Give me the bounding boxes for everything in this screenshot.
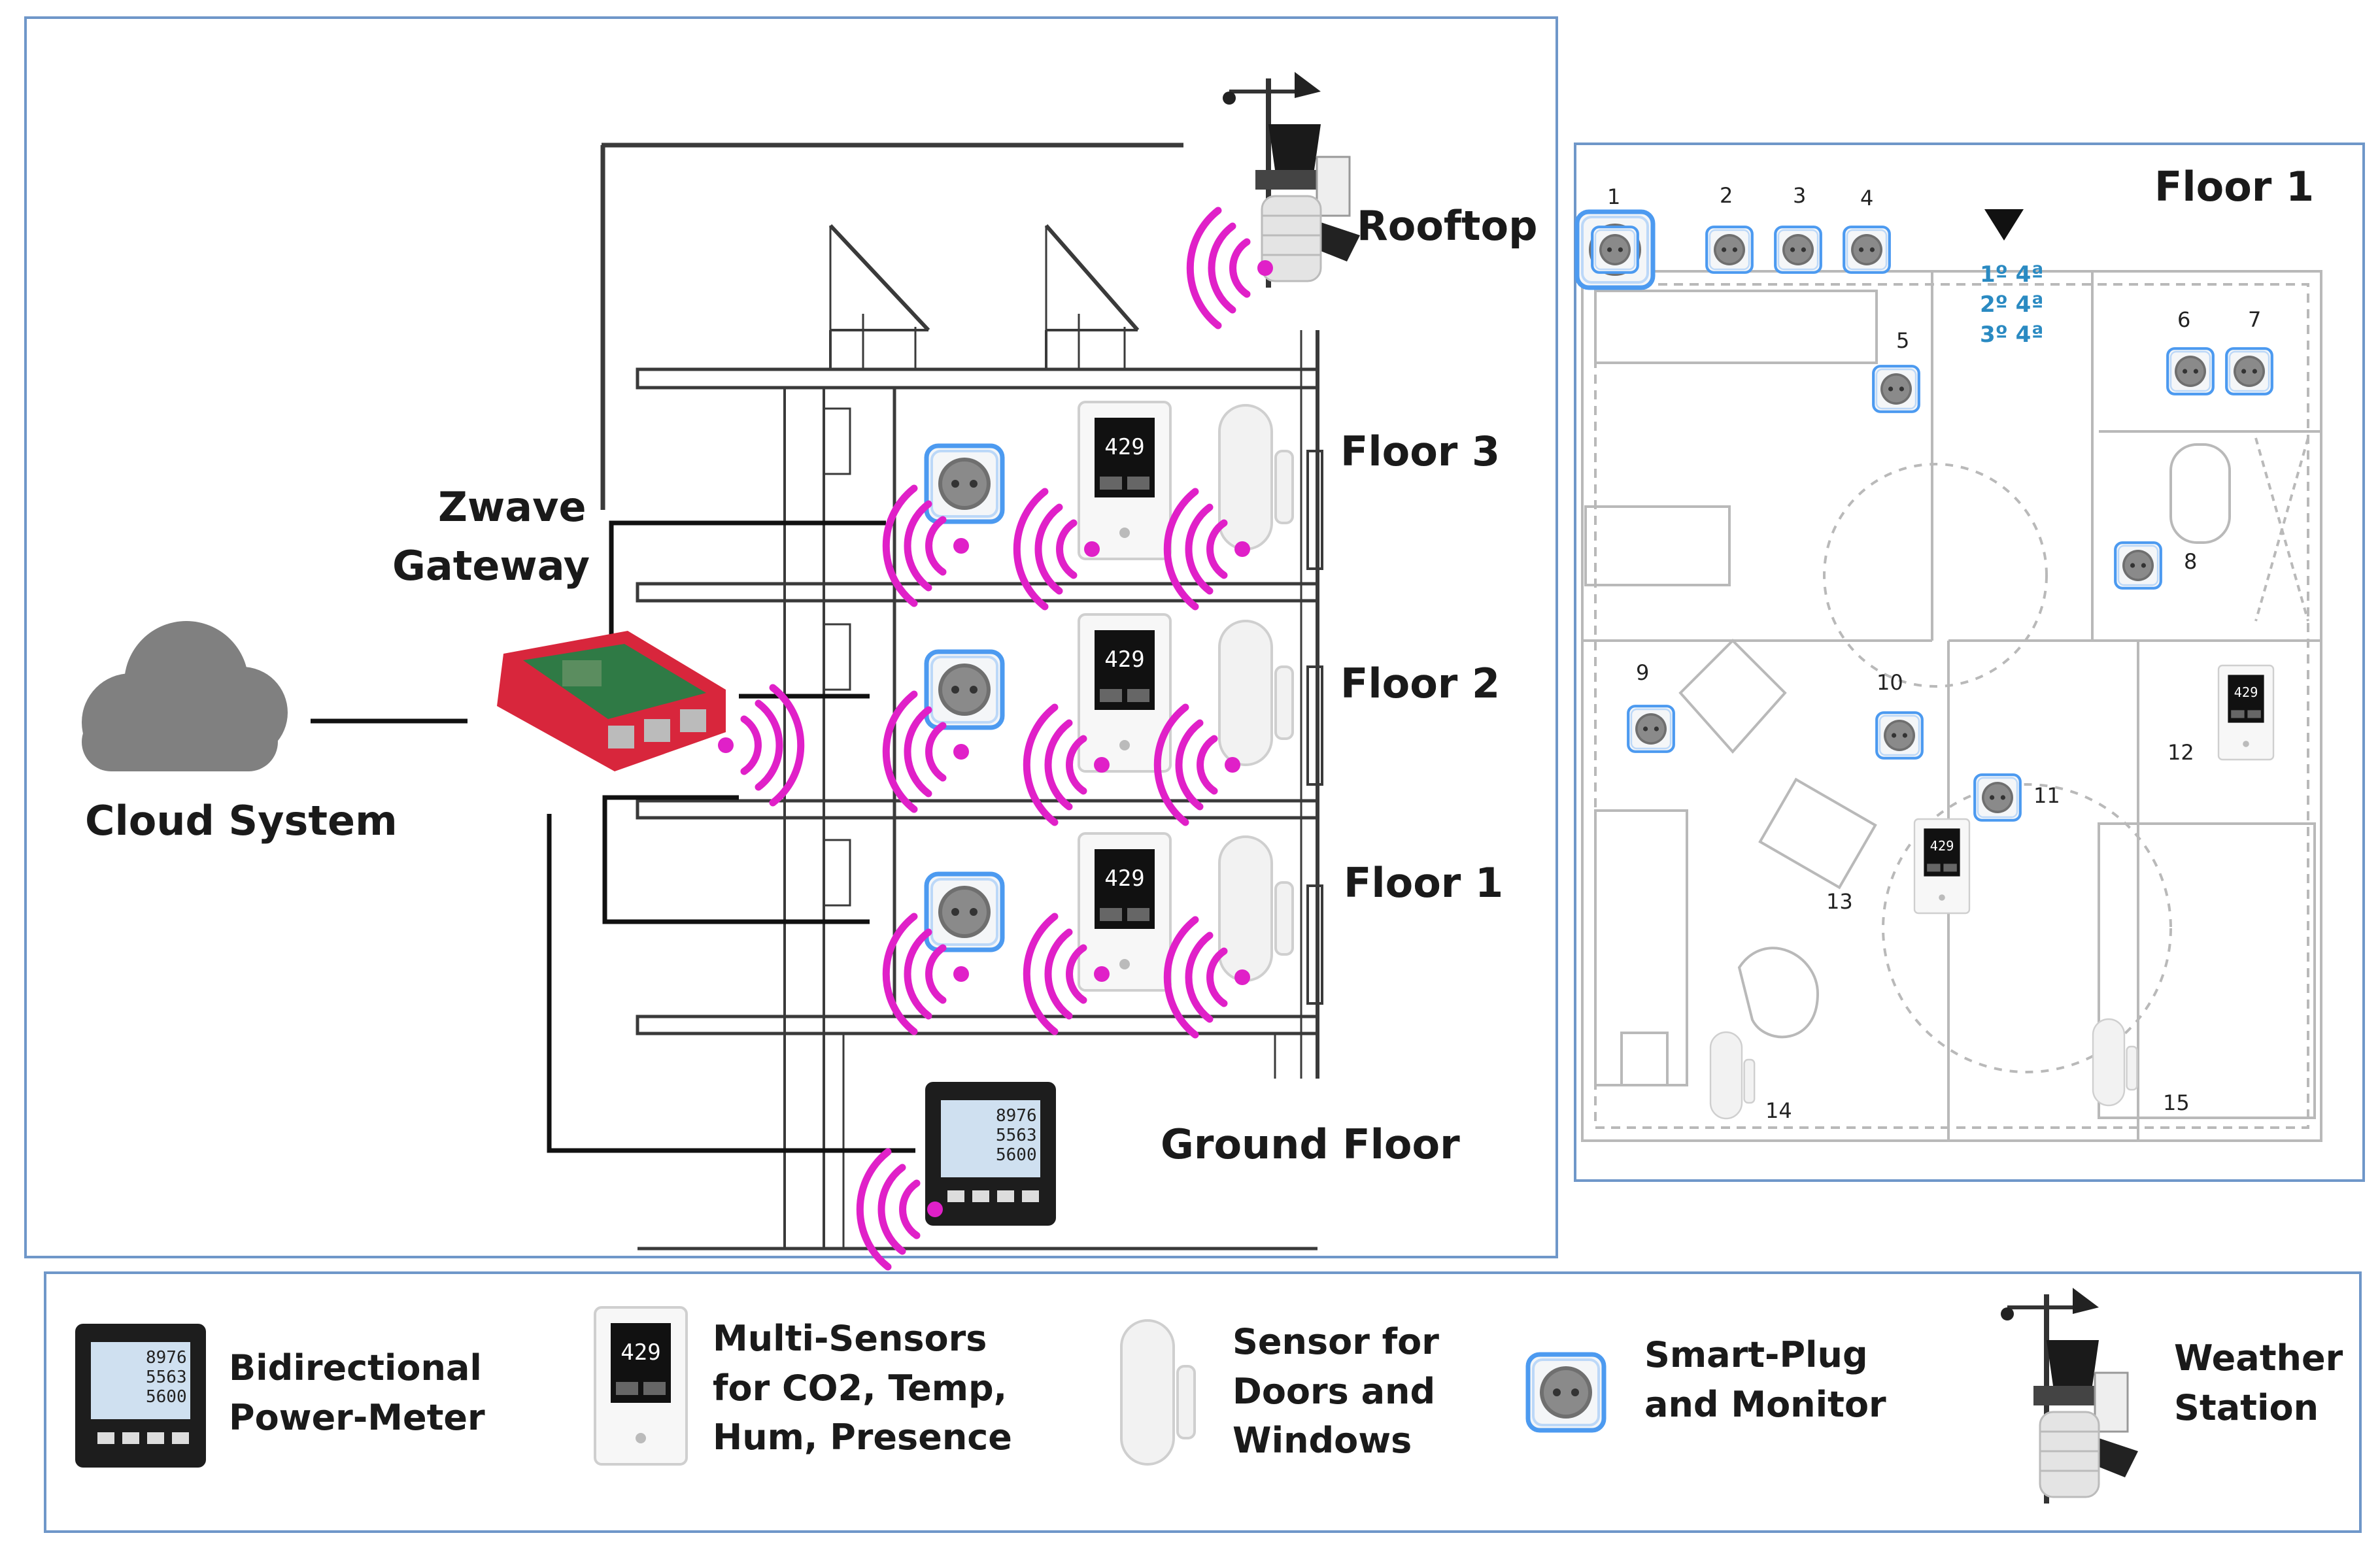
building-structure [600,143,1323,1251]
rooftop-label: Rooftop [1357,202,1538,250]
floor3-label: Floor 3 [1340,428,1501,475]
fp-number-7: 7 [2248,307,2262,332]
fp-number-5: 5 [1896,328,1910,353]
fp-stair-label-1: 1º 4ª [1980,261,2044,288]
gateway-label-line1: Zwave [438,483,586,531]
fp-number-10: 10 [1877,670,1903,695]
legend-power-meter-label: Bidirectional Power-Meter [229,1347,485,1438]
floor1-multi-sensor-icon [1078,832,1172,992]
legend-smart-plug-label: Smart-Plug and Monitor [1644,1334,1886,1425]
zwave-gateway-icon [497,631,726,771]
fp-number-4: 4 [1860,186,1874,210]
floor1-smart-plug-icon [926,874,1002,950]
fp-number-8: 8 [2184,549,2198,574]
fp-number-2: 2 [1720,183,1733,208]
fp-number-13: 13 [1826,889,1853,914]
fp-number-1: 1 [1607,184,1621,209]
floor3-smart-plug-icon [926,446,1002,522]
fp-number-14: 14 [1765,1098,1792,1123]
floor1-door-sensor-icon [1218,835,1294,982]
floor2-label: Floor 2 [1340,660,1501,707]
cloud-icon [82,621,288,771]
floor1-label: Floor 1 [1344,859,1504,907]
fp-number-6: 6 [2177,307,2191,332]
floorplan-panel [1574,143,2365,1182]
floor3-multi-sensor-icon [1078,401,1172,560]
ground-power-meter-icon [925,1082,1056,1226]
fp-number-3: 3 [1793,183,1807,208]
fp-number-12: 12 [2168,740,2194,765]
fp-number-15: 15 [2163,1090,2190,1115]
rooftop-weather-signal-icon [1190,210,1273,326]
fp-number-9: 9 [1636,660,1650,685]
gateway-label-line2: Gateway [392,542,590,590]
cloud-system-label: Cloud System [85,797,398,845]
fp-number-11: 11 [2033,783,2060,808]
fp-stair-label-3: 3º 4ª [1980,322,2044,348]
fp-stair-label-2: 2º 4ª [1980,292,2044,318]
ground-floor-label: Ground Floor [1161,1120,1460,1168]
gateway-wiring [311,520,915,1153]
legend-panel [44,1271,2362,1533]
floor3-door-sensor-icon [1218,404,1294,550]
legend-multi-sensor-label: Multi-Sensors for CO2, Temp, Hum, Presen… [713,1318,1012,1458]
floorplan-title: Floor 1 [2154,163,2315,210]
floor2-door-sensor-icon [1218,620,1294,766]
legend-weather-station-label: Weather Station [2174,1337,2343,1428]
gateway-signal-icon [718,688,801,803]
floor2-smart-plug-icon [926,652,1002,728]
rooftop-weather-station-icon [1223,72,1360,288]
legend-door-sensor-label: Sensor for Doors and Windows [1232,1321,1439,1462]
